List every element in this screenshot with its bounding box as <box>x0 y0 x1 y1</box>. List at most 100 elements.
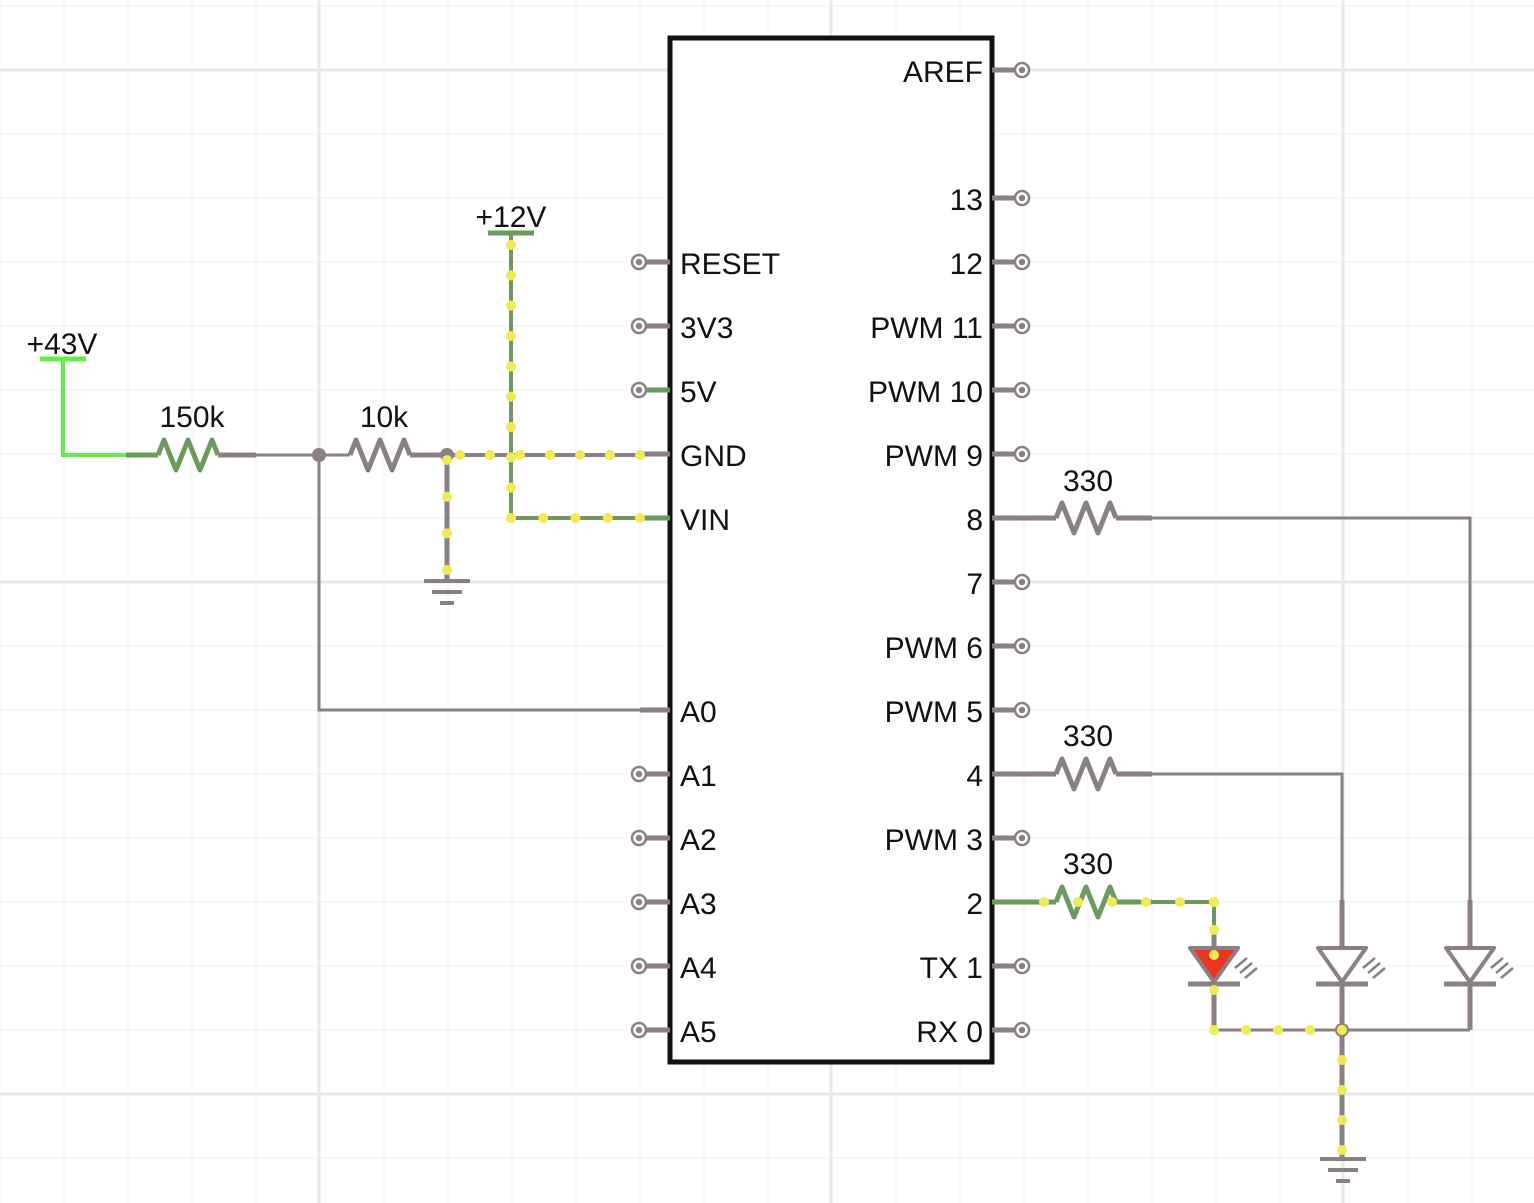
flow-dot <box>1141 897 1151 907</box>
flow-dot <box>442 455 452 465</box>
flow-dot <box>602 513 613 523</box>
label-7: 7 <box>966 568 983 601</box>
resistor-330-pin2[interactable]: 330 <box>1053 848 1216 930</box>
resistor-icon <box>155 437 221 473</box>
label-330-a: 330 <box>1063 465 1113 498</box>
flow-dot <box>455 450 465 460</box>
flow-dot <box>1273 1025 1283 1035</box>
flow-dot <box>506 482 516 493</box>
label-gnd: GND <box>680 440 747 473</box>
label-43v: +43V <box>27 328 98 361</box>
flow-dot <box>605 450 615 460</box>
resistor-330-pin8[interactable]: 330 <box>1053 465 1472 900</box>
flow-dot <box>575 450 585 460</box>
label-4: 4 <box>966 760 983 793</box>
flow-dot <box>1175 897 1185 907</box>
flow-dot <box>506 513 516 523</box>
label-2: 2 <box>966 888 983 921</box>
flow-dot <box>506 300 516 311</box>
resistor-icon <box>1053 756 1119 792</box>
resistor-150k[interactable]: 150k <box>126 401 256 473</box>
junction-node[interactable] <box>312 448 326 462</box>
resistor-icon <box>347 437 413 473</box>
resistor-icon <box>1053 884 1119 920</box>
ground-icon <box>424 579 470 605</box>
flow-dot <box>1107 897 1117 907</box>
flow-dot <box>1039 897 1049 907</box>
flow-dot <box>545 450 555 460</box>
flow-dot <box>1209 985 1219 995</box>
flow-dot <box>506 452 516 463</box>
resistor-330-pin4[interactable]: 330 <box>1053 720 1344 900</box>
label-a4: A4 <box>680 952 717 985</box>
flow-dot <box>1209 1025 1219 1035</box>
left-pin-labels: RESET 3V3 5V GND VIN A0 A1 A2 A3 A4 A5 <box>680 248 780 1049</box>
label-a2: A2 <box>680 824 717 857</box>
label-8: 8 <box>966 504 983 537</box>
label-150k: 150k <box>159 401 225 434</box>
led-1[interactable] <box>1188 930 1258 1030</box>
label-vin: VIN <box>680 504 730 537</box>
flow-dot <box>506 361 516 372</box>
flow-dot <box>635 513 645 523</box>
flow-dot <box>635 450 645 460</box>
flow-dot <box>1337 1145 1347 1155</box>
label-10k: 10k <box>360 401 409 434</box>
label-a1: A1 <box>680 760 717 793</box>
flow-dot <box>1073 897 1083 907</box>
ground-icon <box>1320 1157 1366 1183</box>
left-pin-terminals <box>630 253 648 1039</box>
current-flow-dots <box>442 240 1347 1155</box>
resistor-icon <box>1053 500 1119 536</box>
wire-a0[interactable] <box>317 455 640 712</box>
right-pin-terminals <box>1013 61 1031 1039</box>
label-a5: A5 <box>680 1016 717 1049</box>
flow-dot <box>1337 1085 1347 1095</box>
microcontroller-body[interactable] <box>667 35 995 1065</box>
label-13: 13 <box>950 184 983 217</box>
power-rail-12v[interactable]: +12V <box>476 201 640 520</box>
flow-dot <box>506 422 516 432</box>
label-pwm9: PWM 9 <box>885 440 983 473</box>
power-rail-43v[interactable]: +43V <box>27 328 126 457</box>
flow-dot <box>442 528 452 539</box>
label-330-c: 330 <box>1063 848 1113 881</box>
flow-dot <box>506 270 516 281</box>
flow-dot <box>442 491 452 502</box>
flow-dot <box>1337 1025 1347 1035</box>
led-icon <box>1188 946 1240 984</box>
resistor-10k[interactable]: 10k <box>347 401 447 473</box>
led-icon <box>1444 946 1496 984</box>
label-5v: 5V <box>680 376 717 409</box>
gnd-net-left[interactable] <box>424 448 640 605</box>
label-rx0: RX 0 <box>916 1016 983 1049</box>
flow-dot <box>485 450 495 460</box>
flow-dot <box>506 331 516 341</box>
flow-dot <box>538 513 549 523</box>
flow-dot <box>1241 1025 1251 1035</box>
right-pin-labels: AREF 13 12 PWM 11 PWM 10 PWM 9 8 7 PWM 6… <box>868 56 983 1049</box>
flow-dot <box>442 565 452 575</box>
flow-dot <box>506 240 516 250</box>
flow-dot <box>1209 897 1219 907</box>
label-pwm10: PWM 10 <box>868 376 983 409</box>
flow-dot <box>515 450 525 460</box>
label-pwm5: PWM 5 <box>885 696 983 729</box>
flow-dot <box>1337 1055 1347 1065</box>
label-12v: +12V <box>476 201 547 234</box>
wire-43v[interactable] <box>61 359 126 457</box>
label-pwm6: PWM 6 <box>885 632 983 665</box>
led-2[interactable] <box>1316 900 1386 1158</box>
led-icon <box>1316 946 1368 984</box>
label-a0: A0 <box>680 696 717 729</box>
label-pwm11: PWM 11 <box>870 312 983 345</box>
flow-dot <box>1337 1115 1347 1125</box>
flow-dot <box>1305 1025 1315 1035</box>
flow-dot <box>506 391 516 402</box>
led-3[interactable] <box>1444 900 1514 1030</box>
flow-dot <box>570 513 581 523</box>
label-pwm3: PWM 3 <box>885 824 983 857</box>
label-330-b: 330 <box>1063 720 1113 753</box>
label-tx1: TX 1 <box>920 952 983 985</box>
